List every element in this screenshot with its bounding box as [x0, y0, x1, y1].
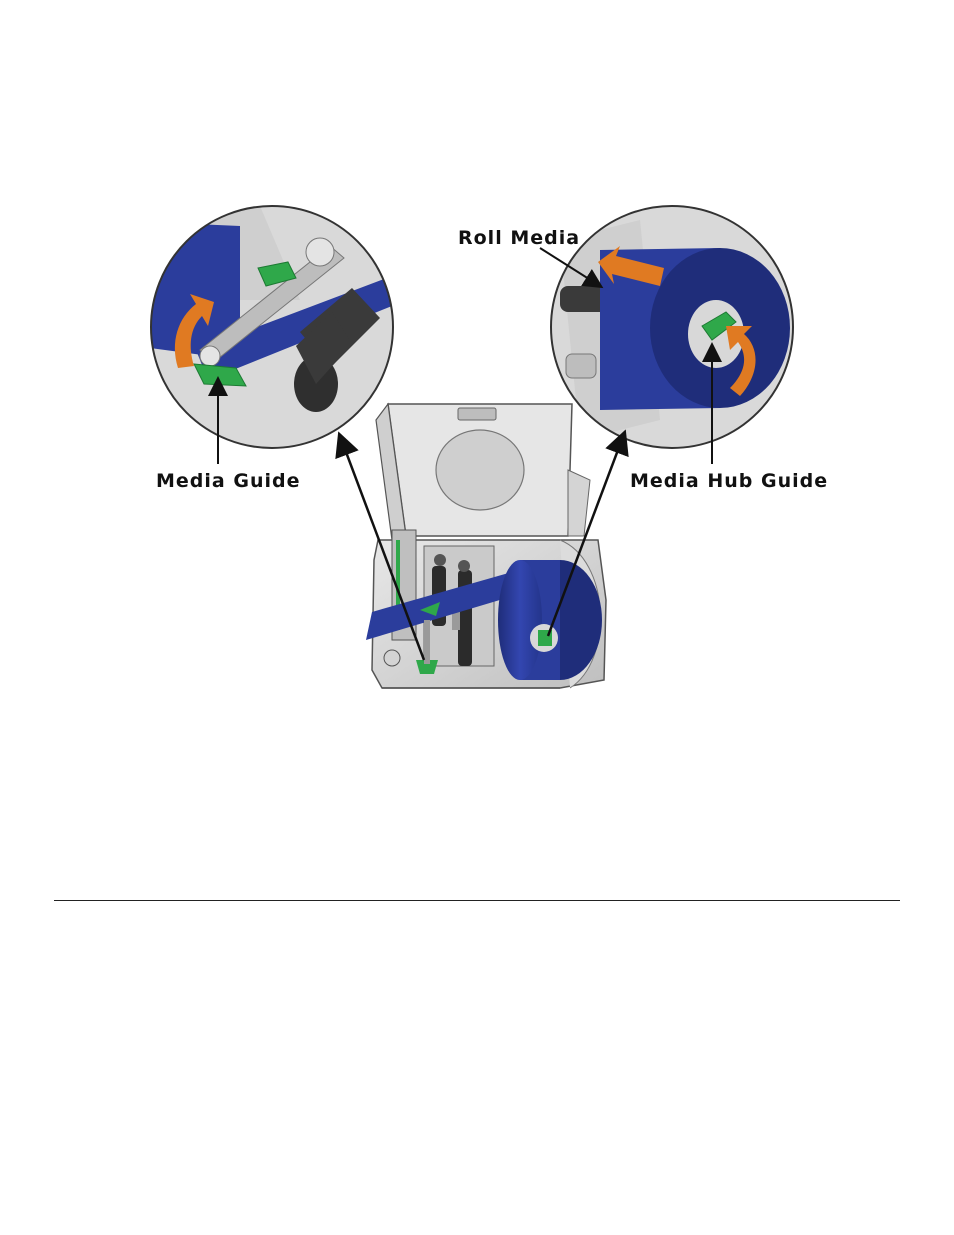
- media-hub-guide-zoom-view: [550, 206, 794, 450]
- roll-media-label: Roll Media: [458, 229, 580, 248]
- media-hub-guide-label: Media Hub Guide: [630, 472, 828, 491]
- printer-body: [366, 404, 606, 688]
- page-divider: [54, 900, 900, 901]
- media-guide-zoom-view: [150, 206, 394, 450]
- media-guide-label: Media Guide: [156, 472, 300, 491]
